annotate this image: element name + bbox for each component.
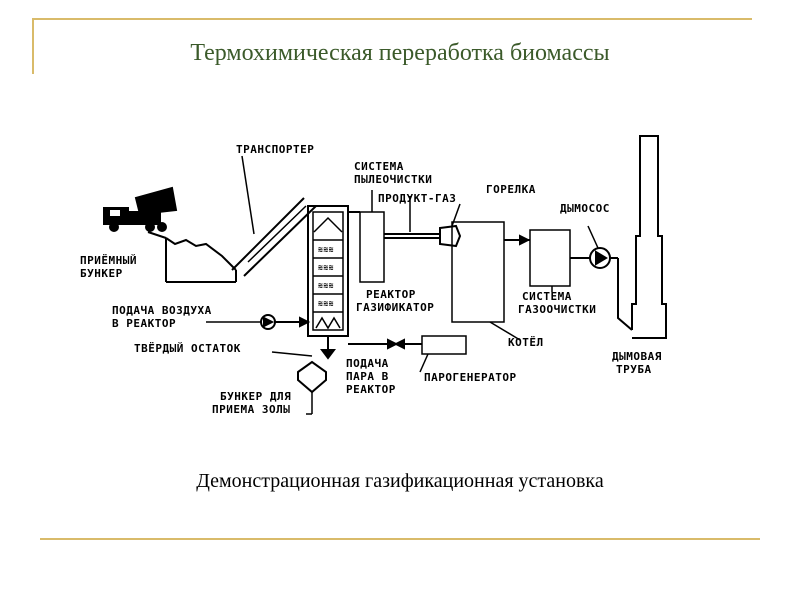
ash-hopper [271, 351, 327, 415]
receiving-hopper [147, 231, 237, 283]
label-ash-hopper-2: ПРИЕМА ЗОЛЫ [212, 403, 290, 416]
slide-title: Термохимическая переработка биомассы [190, 40, 610, 66]
label-product-gas: ПРОДУКТ-ГАЗ [378, 192, 456, 205]
label-reactor-2: ГАЗИФИКАТОР [356, 301, 434, 314]
boiler [451, 221, 531, 341]
transporter-conveyor [231, 155, 317, 277]
burner-icon [439, 203, 462, 248]
left-frame-line [32, 18, 34, 74]
label-steam-supply-3: РЕАКТОР [346, 383, 396, 396]
label-steam-supply-2: ПАРА В [346, 370, 389, 383]
label-hopper-2: БУНКЕР [80, 267, 123, 280]
steam-supply-line [348, 335, 467, 373]
diagram-caption: Демонстрационная газификационная установ… [196, 470, 604, 492]
label-steam-supply-1: ПОДАЧА [346, 357, 389, 370]
gas-cleaning-system [529, 229, 590, 292]
smoke-exhauster-icon [587, 225, 633, 331]
label-gas-cleaning-1: СИСТЕМА [522, 290, 572, 303]
label-burner: ГОРЕЛКА [486, 183, 536, 196]
label-hopper-1: ПРИЁМНЫЙ [80, 253, 137, 267]
air-supply-line [206, 314, 311, 330]
label-steam-generator: ПАРОГЕНЕРАТОР [424, 371, 517, 384]
chimney [631, 135, 667, 339]
label-reactor-1: РЕАКТОР [366, 288, 416, 301]
label-solid-residue: ТВЁРДЫЙ ОСТАТОК [134, 341, 241, 355]
label-ash-hopper-1: БУНКЕР ДЛЯ [220, 390, 291, 403]
top-frame-line [32, 18, 752, 20]
reactor-gasifier: ≋≋≋ ≋≋≋ ≋≋≋ ≋≋≋ [307, 205, 349, 360]
dust-cleaning-system [348, 190, 440, 283]
label-air-supply-1: ПОДАЧА ВОЗДУХА [112, 304, 212, 317]
label-air-supply-2: В РЕАКТОР [112, 317, 176, 330]
label-chimney-2: ТРУБА [616, 363, 652, 376]
bottom-frame-line [40, 538, 760, 540]
label-gas-cleaning-2: ГАЗООЧИСТКИ [518, 303, 596, 316]
truck-icon [103, 186, 178, 232]
label-transporter: ТРАНСПОРТЕР [236, 143, 314, 156]
svg-text:≋≋≋: ≋≋≋ [318, 245, 334, 254]
svg-text:≋≋≋: ≋≋≋ [318, 263, 334, 272]
svg-text:≋≋≋: ≋≋≋ [318, 281, 334, 290]
svg-text:≋≋≋: ≋≋≋ [318, 299, 334, 308]
label-chimney-1: ДЫМОВАЯ [612, 350, 662, 363]
label-smoke-exhauster: ДЫМОСОС [560, 202, 610, 215]
label-dust-system-2: ПЫЛЕОЧИСТКИ [354, 173, 432, 186]
label-dust-system-1: СИСТЕМА [354, 160, 404, 173]
label-boiler: КОТЁЛ [508, 335, 544, 349]
